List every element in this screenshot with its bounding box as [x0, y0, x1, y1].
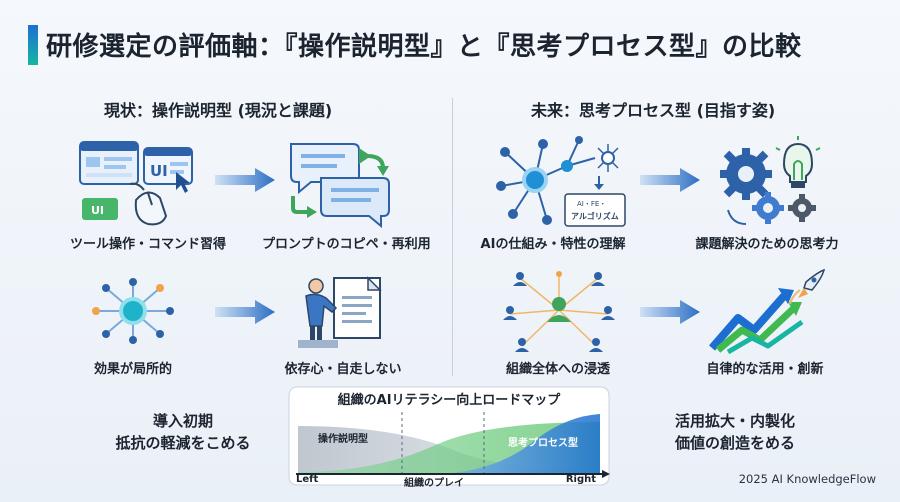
neural-network-algorithm-icon: AI・FE・ アルゴリズム: [496, 136, 626, 227]
roadmap-axis-labels: Left 組織のプレイ Right: [288, 474, 610, 502]
axis-left-label: Left: [296, 474, 319, 485]
bottom-right-line1: 活用拡大・内製化: [674, 412, 795, 430]
left-item-3-label: 効果が局所的: [93, 362, 172, 377]
organization-people-network-icon: [503, 271, 615, 352]
right-item-1-label: AIの仕組み・特性の理解: [480, 237, 626, 252]
arrow-right-icon: [215, 300, 275, 324]
footer-copyright: 2025 AI KnowledgeFlow: [738, 472, 876, 486]
bottom-left-line1: 導入初期: [152, 412, 213, 430]
right-item-4-label: 自律的な活用・創新: [706, 362, 824, 377]
svg-text:UI: UI: [150, 162, 168, 180]
page-title: 研修選定の評価軸：『操作説明型』と『思考プロセス型』の比較: [46, 32, 802, 62]
growth-arrows-rocket-icon: [708, 268, 826, 354]
right-item-3-label: 組織全体への浸透: [505, 362, 610, 377]
curve1-label: 操作説明型: [318, 432, 368, 445]
literacy-roadmap-chart: 組織のAIリテラシー向上ロードマップ 操作説明型 思考プロセス型: [288, 386, 610, 486]
svg-text:UI: UI: [91, 204, 104, 217]
axis-right-label: Right: [565, 474, 596, 485]
arrow-right-icon: [215, 168, 275, 192]
ui-windows-mouse-icon: UI UI: [79, 141, 193, 226]
left-item-4-label: 依存心・自走しない: [284, 362, 402, 377]
gears-lightbulb-icon: [720, 136, 821, 225]
arrow-right-icon: [640, 168, 700, 192]
curve2-label: 思考プロセス型: [508, 436, 578, 449]
right-section-heading: 未来：思考プロセス型 (目指す姿): [531, 101, 776, 120]
svg-text:AI・FE・: AI・FE・: [577, 200, 606, 208]
arrow-right-icon: [640, 300, 700, 324]
title-accent-bar: [28, 25, 38, 65]
thinking-curve-blue-area: [438, 414, 600, 474]
local-network-icon: [92, 278, 174, 344]
bottom-right-line2: 価値の創造をめる: [674, 434, 795, 452]
section-divider: [452, 98, 453, 376]
svg-text:アルゴリズム: アルゴリズム: [571, 211, 619, 221]
axis-center-label: 組織のプレイ: [404, 478, 464, 489]
copy-paste-bubbles-icon: [290, 143, 390, 228]
roadmap-title: 組織のAIリテラシー向上ロードマップ: [338, 392, 562, 408]
right-item-2-label: 課題解決のための思考力: [695, 237, 839, 252]
left-item-1-label: ツール操作・コマンド習得: [70, 237, 227, 252]
person-leaning-on-document-icon: [298, 276, 382, 348]
left-item-2-label: プロンプトのコピペ・再利用: [262, 237, 431, 252]
bottom-left-line2: 抵抗の軽減をこめる: [115, 434, 251, 452]
left-section-heading: 現状：操作説明型 (現況と課題): [104, 101, 333, 120]
